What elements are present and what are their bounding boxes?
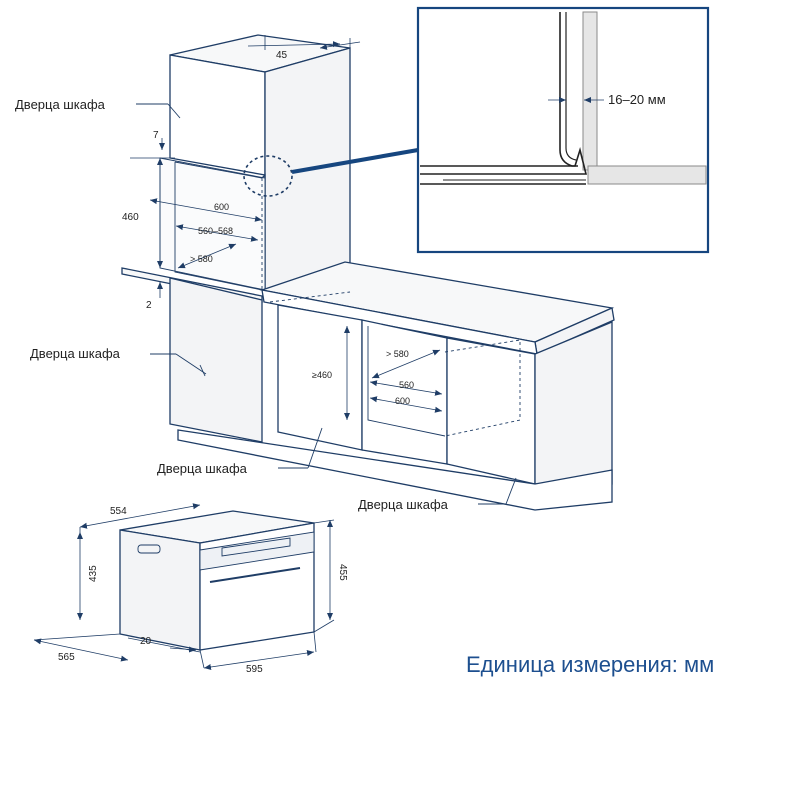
label-door-upper: Дверца шкафа [15, 97, 106, 112]
dim-435-label: 435 [88, 565, 99, 582]
leader-door-upper-b [167, 103, 181, 119]
oven-niche [159, 157, 266, 291]
dim-580-tall-arrow [177, 243, 237, 269]
dim-455-ext-a [313, 519, 335, 524]
lower-door-handle-mark [199, 364, 206, 377]
leader-door-middle-b [307, 427, 323, 469]
dim-ge460-label: ≥460 [312, 370, 332, 380]
dim-7-label: 7 [153, 130, 159, 141]
tall-cabinet-dimensions: 45 7 460 600 560–568 > 580 2 [122, 35, 361, 311]
oven-dimensions: 554 435 455 565 20 595 [33, 503, 348, 675]
plinth [177, 429, 613, 511]
leader-door-left-b [175, 353, 207, 375]
base-niche-inner [367, 326, 446, 437]
dim-595-arrow [203, 650, 315, 670]
label-door-left: Дверца шкафа [30, 346, 121, 361]
dim-460-label: 460 [122, 212, 139, 223]
dim-20-label: 20 [140, 636, 152, 647]
detail-callout: 16–20 мм [416, 6, 710, 254]
dim-600-arrow [149, 198, 263, 222]
dim-560-568-label: 560–568 [198, 226, 233, 236]
dim-600-base-label: 600 [395, 396, 410, 406]
dim-560-568-arrow [175, 224, 259, 242]
dim-595-label: 595 [246, 664, 263, 675]
oven-side-handle [137, 544, 161, 554]
tall-cabinet-upper-door [169, 54, 266, 176]
detail-gap-label: 16–20 мм [608, 92, 666, 107]
dim-595-ext-b [313, 631, 317, 653]
detail-shelf-panel [587, 165, 707, 185]
detail-connector [291, 148, 419, 174]
countertop-dashed [269, 291, 351, 303]
label-door-middle: Дверца шкафа [157, 461, 248, 476]
dim-554-label: 554 [110, 506, 127, 517]
base-cabinet-dimensions: ≥460 > 580 560 600 [312, 326, 443, 420]
door-labels: Дверца шкафа Дверца шкафа Дверца шкафа Д… [15, 97, 517, 512]
niche-inner-top [174, 161, 263, 179]
detail-side-panel [582, 11, 598, 171]
tall-cabinet [121, 34, 351, 443]
dim-565-ext [33, 633, 121, 641]
dim-600-base-arrow [369, 396, 443, 413]
dim-554-arrow [79, 503, 201, 529]
dim-580-tall-label: > 580 [190, 254, 213, 264]
oven-door-handle [209, 567, 301, 583]
dim-565-arrow [33, 638, 129, 662]
detail-oven-trim-inner [565, 12, 577, 161]
dim-565-label: 565 [58, 652, 75, 663]
dim-595-ext-a [199, 649, 205, 669]
detail-oven-frame [420, 147, 588, 175]
dim-455-ext-b [313, 619, 335, 633]
tall-cabinet-lower-door [169, 277, 263, 443]
base-door-right-panel [446, 337, 536, 485]
base-niche-back-dashed [444, 339, 521, 437]
dim-560-base-arrow [369, 380, 443, 396]
dim-580-base-arrow [371, 349, 441, 379]
dim-600-label: 600 [214, 202, 229, 212]
detail-circle [243, 155, 293, 197]
dim-20-arrow [169, 646, 197, 653]
oven-display [221, 537, 291, 557]
dim-455-label: 455 [337, 564, 348, 581]
dim-2-label: 2 [146, 300, 152, 311]
dim-560-base-label: 560 [399, 380, 414, 390]
detail-callout-frame [416, 6, 710, 254]
oven [119, 510, 315, 651]
dim-45-label: 45 [276, 50, 288, 61]
dim-45-arrow-b [319, 41, 361, 50]
leader-door-right-b [505, 477, 517, 505]
base-oven-niche [361, 319, 448, 465]
dim-580-base-label: > 580 [386, 349, 409, 359]
unit-note: Единица измерения: мм [466, 652, 714, 677]
label-door-right: Дверца шкафа [358, 497, 449, 512]
